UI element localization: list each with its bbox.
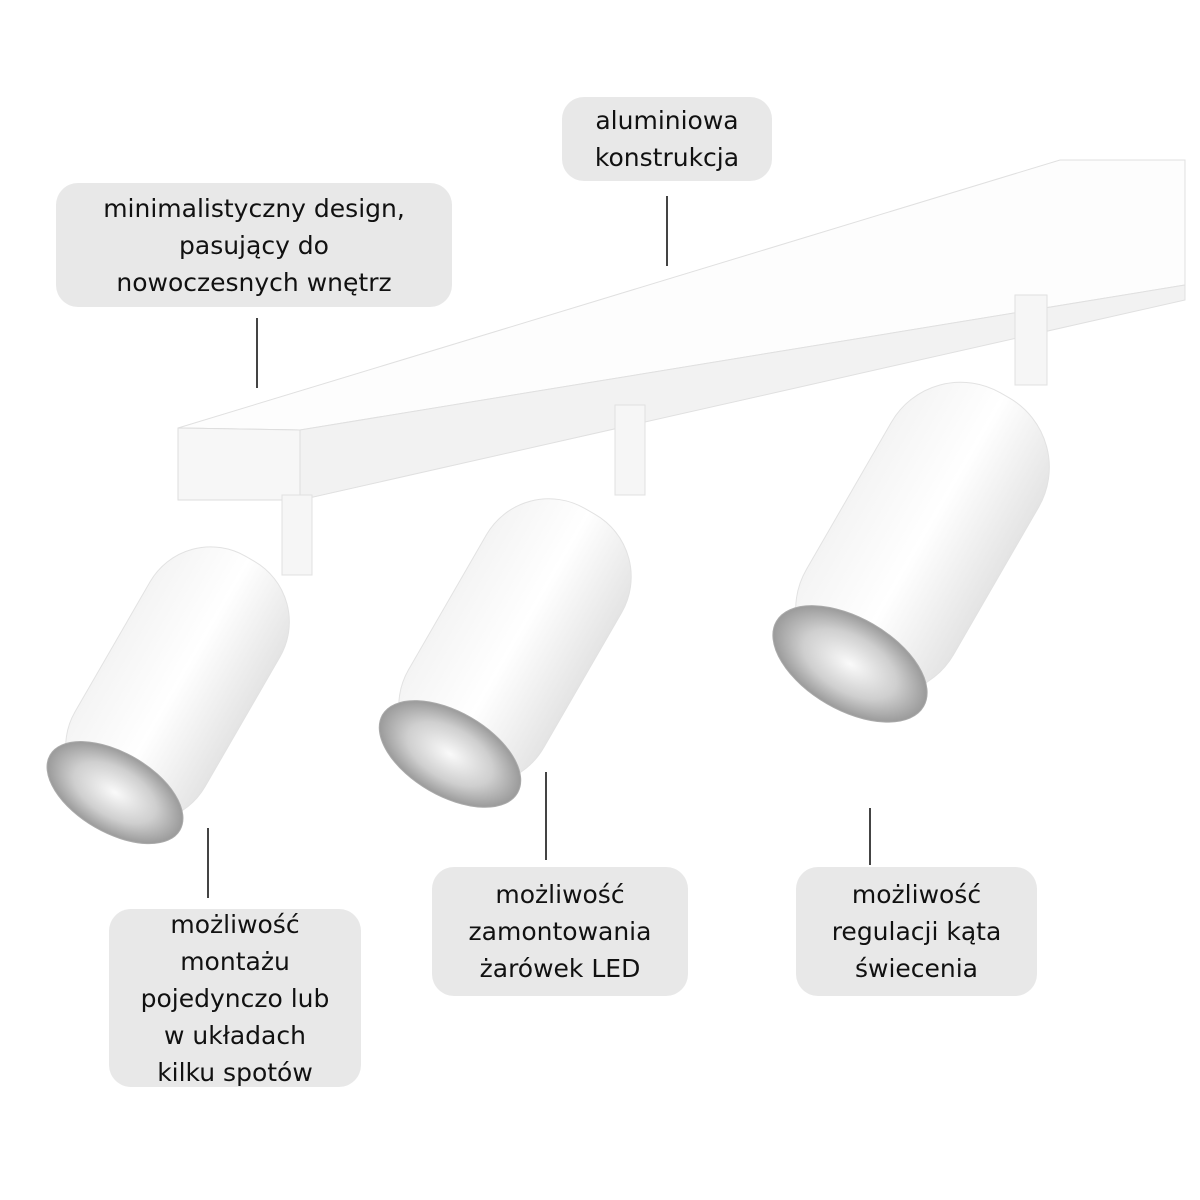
callout-bulbs: możliwość zamontowania żarówek LED [432, 867, 688, 996]
callout-angle: możliwość regulacji kąta świecenia [796, 867, 1037, 996]
mounting-bar [177, 159, 1186, 501]
callout-line: w układach [164, 1020, 306, 1050]
callout-line: pasujący do [179, 230, 329, 260]
spotlight-middle [378, 404, 646, 808]
spotlight-left [46, 494, 313, 845]
leader-line-mounting [207, 828, 209, 898]
leader-line-angle [869, 808, 871, 865]
callout-line: kilku spotów [157, 1057, 313, 1087]
callout-line: konstrukcja [594, 143, 740, 172]
callout-line: aluminiowa [595, 106, 739, 135]
callout-material: aluminiowa konstrukcja [562, 97, 772, 181]
callout-line: pojedynczo lub [140, 983, 330, 1013]
leader-line-design [256, 318, 258, 388]
callout-line: zamontowania [468, 917, 652, 946]
callout-design: minimalistyczny design, pasujący do nowo… [56, 183, 452, 307]
callout-line: żarówek LED [479, 954, 641, 983]
callout-mounting: możliwość montażu pojedynczo lub w układ… [109, 909, 361, 1087]
leader-line-material [666, 196, 668, 266]
callout-line: nowoczesnych wnętrz [116, 267, 392, 297]
callout-line: możliwość [851, 880, 982, 909]
callout-line: świecenia [854, 954, 979, 983]
callout-line: montażu [180, 946, 290, 976]
callout-line: możliwość [495, 880, 625, 909]
callout-line: minimalistyczny design, [103, 193, 405, 223]
leader-line-bulbs [545, 772, 547, 860]
callout-line: możliwość [170, 909, 300, 939]
spotlight-right [772, 294, 1050, 723]
callout-line: regulacji kąta [831, 917, 1002, 946]
